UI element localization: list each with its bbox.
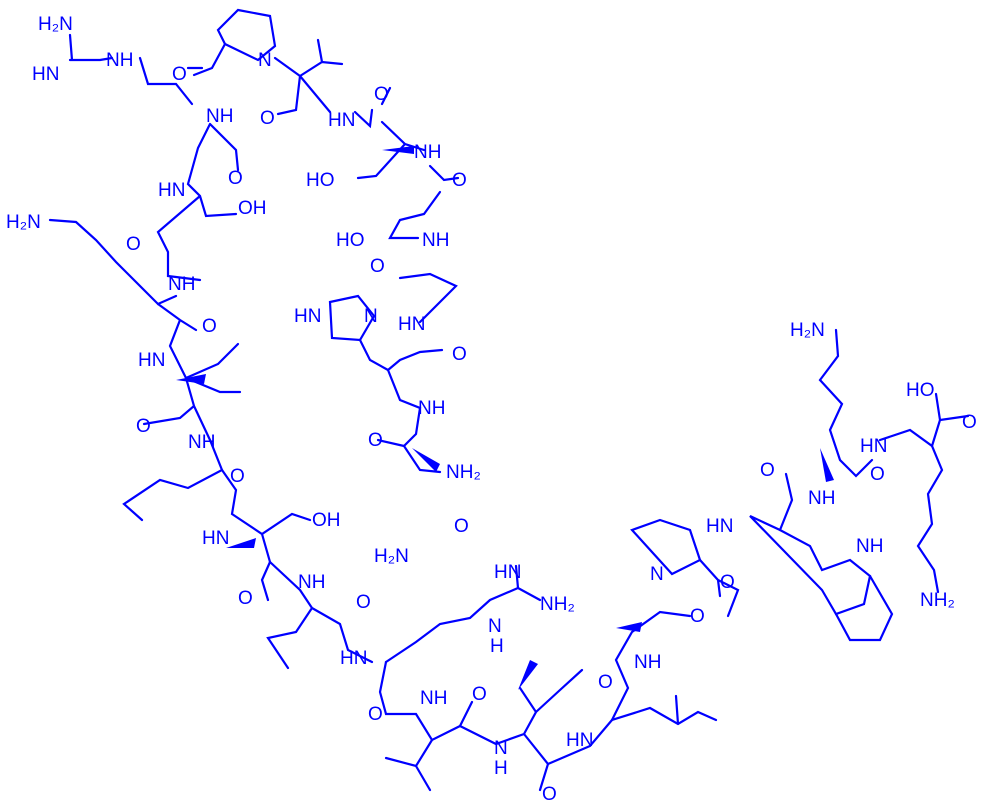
lys3-hn-label: HN — [860, 436, 887, 457]
thr-oh-label: OH — [312, 510, 341, 531]
ile1-hn-label: HN — [138, 350, 165, 371]
thr-hn-label: HN — [202, 528, 229, 549]
lys2-nh2-label: H₂N — [790, 320, 825, 341]
pro2-o-label: O — [720, 572, 735, 593]
ser1-nh-label: NH — [414, 142, 441, 163]
leu1-o-label: O — [230, 466, 245, 487]
ser3-oh-label: HO — [336, 230, 365, 251]
arg1-backbone-nh-label: NH — [206, 106, 233, 127]
ala2-nh-label: NH — [634, 652, 661, 673]
arg1-imine-label: HN — [32, 64, 59, 85]
arg2-h-label: H — [490, 636, 504, 657]
lys3-o-label: O — [962, 412, 977, 433]
lys1-o-label: O — [202, 316, 217, 337]
arg2-nh2-label: NH₂ — [540, 594, 575, 615]
ala1-hn-label: HN — [398, 314, 425, 335]
trp-hn-label: HN — [706, 516, 733, 537]
arg1-nh2-label: H₂N — [38, 14, 73, 35]
ser2-o-label: O — [126, 234, 141, 255]
arg2-o-label: O — [368, 704, 383, 725]
val3-o-label: O — [472, 684, 487, 705]
lys2-nh-label: NH — [808, 488, 835, 509]
arg1-nh-label: NH — [106, 50, 133, 71]
val2-o-label: O — [356, 592, 371, 613]
his-ring-hn-label: HN — [294, 306, 321, 327]
lys3-oh-label: HO — [906, 380, 935, 401]
lys1-nh-label: NH — [168, 274, 195, 295]
arg2-n-label: N — [488, 616, 502, 637]
lys2-o-label: O — [870, 464, 885, 485]
val2-nh-label: NH — [298, 572, 325, 593]
ser3-nh-label: NH — [422, 230, 449, 251]
ile2-o-label: O — [542, 784, 557, 805]
arg1-o-label: O — [228, 168, 243, 189]
ser2-oh-label: OH — [238, 198, 267, 219]
ser1-oh-label: HO — [306, 170, 335, 191]
ile1-o-label: O — [136, 416, 151, 437]
asn-side-o-label: O — [454, 516, 469, 537]
his-o-label: O — [452, 344, 467, 365]
asn-o-label: O — [368, 430, 383, 451]
asn-nh2-label: NH₂ — [446, 462, 481, 483]
asn-h2n-label: H₂N — [374, 546, 409, 567]
text-labels: H₂N HN NH N O O HN O NH NH HO O O HN OH … — [6, 14, 977, 805]
ser1-o-label: O — [452, 170, 467, 191]
ala1-o-label: O — [370, 256, 385, 277]
val1-o2-label: O — [374, 84, 389, 105]
arg2-hn-imine-label: HN — [494, 562, 521, 583]
stereo-wedges — [176, 146, 834, 690]
ala2-o-label: O — [690, 606, 705, 627]
ser2-hn-label: HN — [158, 180, 185, 201]
leu2-hn-label: HN — [566, 730, 593, 751]
his-ring-n-label: N — [364, 306, 378, 327]
val3-nh-label: NH — [420, 688, 447, 709]
ile2-n-label: N — [494, 738, 508, 759]
val1-hn-label: HN — [328, 110, 355, 131]
bond-lines — [48, 8, 970, 792]
arg2-backbone-hn-label: HN — [340, 648, 367, 669]
pro2-n-label: N — [650, 564, 664, 585]
trp-ring-nh-label: NH — [856, 536, 883, 557]
ile1-nh-label: NH — [188, 432, 215, 453]
pro1-o-label: O — [172, 64, 187, 85]
leu2-o-label: O — [598, 672, 613, 693]
lys3-nh2-label: NH₂ — [920, 590, 955, 611]
lys1-nh2-label: H₂N — [6, 212, 41, 233]
pro1-n-label: N — [258, 50, 272, 71]
thr-o-label: O — [238, 588, 253, 609]
val1-o-label: O — [260, 108, 275, 129]
trp-o-label: O — [760, 460, 775, 481]
his-nh-label: NH — [418, 398, 445, 419]
ile2-h-label: H — [494, 758, 508, 779]
